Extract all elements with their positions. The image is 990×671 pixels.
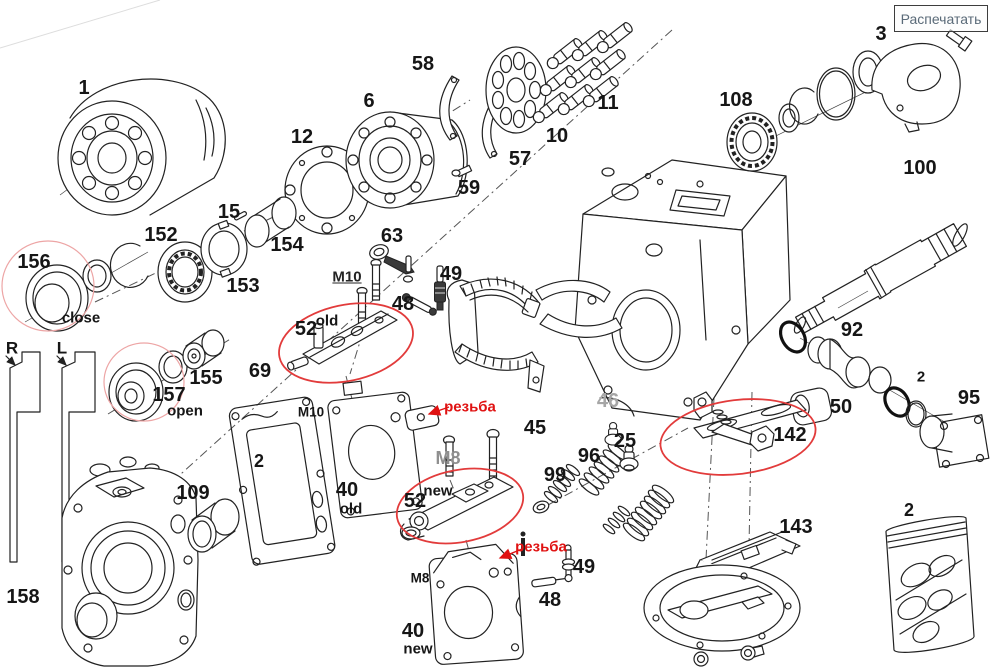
part-152-bearing-drawing bbox=[157, 241, 213, 303]
part-153-ring-drawing bbox=[200, 219, 248, 278]
part-2-seal-kit-drawing bbox=[885, 515, 975, 653]
part-96-spring-drawing bbox=[578, 443, 629, 496]
part-40-new-plate-drawing bbox=[428, 543, 524, 665]
highlight-layer bbox=[1, 240, 817, 559]
highlight-157 bbox=[103, 342, 185, 422]
part-2-gasket-drawing bbox=[228, 396, 336, 566]
highlight-142 bbox=[659, 398, 817, 476]
highlight-52-new bbox=[395, 467, 525, 545]
part-95-cover-drawing bbox=[919, 413, 990, 469]
bottom-cover-disc-drawing bbox=[643, 564, 801, 667]
page-edge-artifact bbox=[0, 0, 161, 49]
part-142-feedback-lever-drawing bbox=[693, 391, 807, 452]
part-100-drive-shaft-drawing bbox=[793, 223, 968, 334]
part-15-pin-drawing bbox=[233, 211, 248, 221]
bolt-m10-drawing bbox=[356, 258, 382, 331]
part-155-roller-drawing bbox=[182, 329, 225, 370]
part-156-seal-set-drawing bbox=[25, 242, 149, 332]
part-1-cylinder-block-drawing bbox=[57, 78, 226, 216]
bolt-m8-drawing bbox=[442, 428, 500, 483]
highlight-156 bbox=[1, 240, 95, 332]
part-11-pistons-drawing bbox=[530, 20, 635, 126]
part-92-servo-set-drawing bbox=[778, 320, 927, 428]
pin-washer-drawing bbox=[402, 255, 414, 283]
part-99-spring-drawing bbox=[543, 463, 581, 504]
part-48-link-lower-drawing bbox=[531, 573, 573, 588]
arrow-thread-new bbox=[498, 548, 523, 559]
pin-drawing-lower bbox=[520, 531, 526, 556]
part-49-stud-upper-drawing bbox=[434, 265, 446, 311]
highlight-52-old bbox=[278, 302, 414, 384]
print-button[interactable]: Распечатать bbox=[894, 5, 988, 32]
part-45-swash-plate-drawing bbox=[446, 276, 545, 393]
part-25-fitting-drawing bbox=[619, 444, 639, 472]
part-58-strip-drawing bbox=[439, 75, 460, 141]
part-59-screw-drawing bbox=[451, 164, 473, 178]
part-49-stud-lower-drawing bbox=[561, 544, 576, 577]
part-158-ring-drawing bbox=[74, 592, 118, 640]
part-154-sleeve-drawing bbox=[244, 196, 297, 248]
part-109-bushing-drawing bbox=[187, 498, 240, 553]
part-40-old-plate-drawing bbox=[327, 380, 423, 519]
part-48-link-upper-drawing bbox=[401, 293, 437, 316]
part-52-new-lever-drawing bbox=[399, 476, 514, 541]
part-157-seal-set-drawing bbox=[108, 350, 188, 422]
washer-drawing bbox=[532, 500, 550, 514]
part-108-bearing-set-drawing bbox=[726, 50, 884, 172]
fitting-2-drawing bbox=[604, 421, 622, 446]
main-housing-drawing bbox=[574, 159, 791, 421]
part-52-old-lever-drawing bbox=[286, 310, 398, 371]
part-6-bearing-drum-drawing bbox=[345, 111, 468, 209]
small-spring-drawing bbox=[602, 505, 631, 535]
rear-housing-drawing bbox=[61, 456, 199, 667]
part-46-cradle-shells-drawing bbox=[535, 279, 623, 338]
arrow-thread-old bbox=[427, 405, 450, 416]
section-view-r-drawing bbox=[5, 351, 41, 563]
part-10-port-plate-drawing bbox=[485, 46, 547, 134]
large-spring-drawing bbox=[622, 484, 675, 542]
part-3-cover-plate-drawing bbox=[871, 29, 973, 133]
